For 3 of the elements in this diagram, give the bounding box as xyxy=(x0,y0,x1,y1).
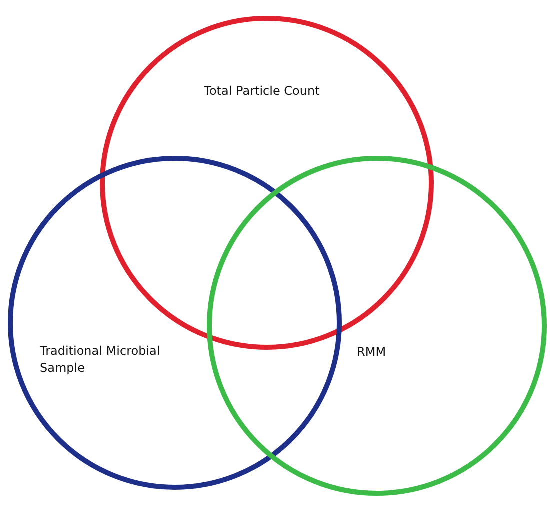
set-label: Total Particle Count xyxy=(203,83,321,100)
set-label: Traditional Microbial Sample xyxy=(40,343,162,377)
set-label: RMM xyxy=(357,344,388,361)
